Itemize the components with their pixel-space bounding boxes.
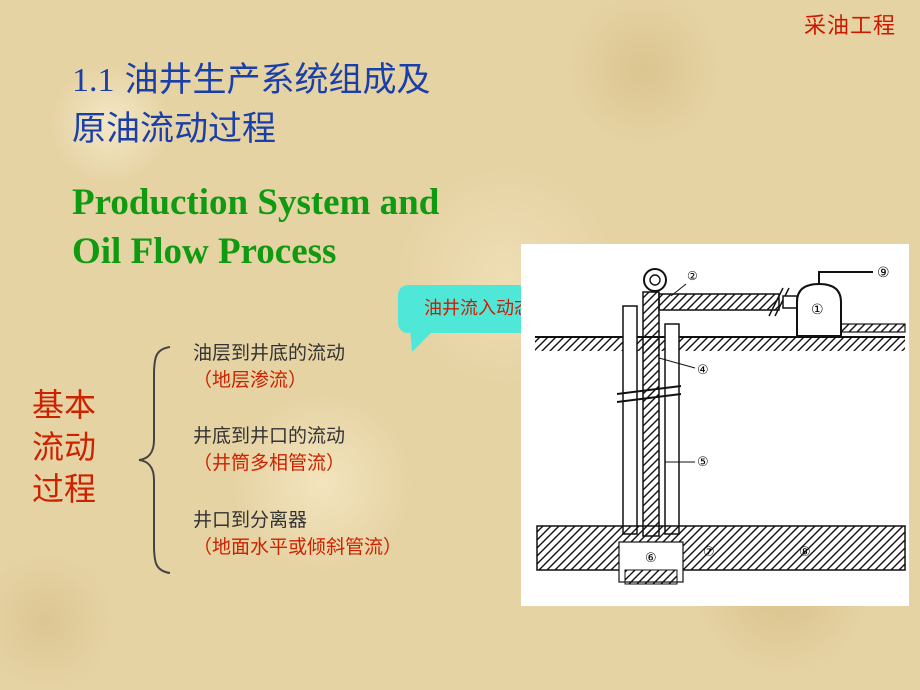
- separator-tank: [796, 282, 842, 337]
- svg-text:⑧: ⑧: [799, 545, 811, 560]
- svg-text:⑤: ⑤: [697, 455, 709, 470]
- flow-item-reservoir: 油层到井底的流动 （地层渗流）: [193, 340, 345, 394]
- casing-right: [664, 323, 680, 535]
- flow-item-sub: （地层渗流）: [193, 369, 308, 391]
- flow-item-main: 井底到井口的流动: [193, 425, 346, 447]
- reservoir-layer: [536, 525, 906, 571]
- title-line-1-text: 油井生产系统组成及: [124, 60, 431, 100]
- svg-text:⑥: ⑥: [645, 551, 657, 566]
- flow-item-main: 井口到分离器: [193, 509, 308, 531]
- svg-text:②: ②: [687, 269, 698, 283]
- surface-flowline: [658, 293, 780, 311]
- curly-brace: [138, 346, 171, 574]
- english-title: Production System and Oil Flow Process: [72, 178, 439, 276]
- flow-item-wellbore: 井底到井口的流动 （井筒多相管流）: [193, 423, 345, 477]
- svg-text:⑨: ⑨: [877, 265, 890, 281]
- basic-flow-label-line-2: 流动: [32, 428, 97, 466]
- svg-text:①: ①: [811, 302, 824, 318]
- flow-item-sub: （地面水平或倾斜管流）: [193, 536, 403, 558]
- course-label: 采油工程: [803, 14, 896, 39]
- basic-flow-label: 基本 流动 过程: [32, 384, 112, 510]
- svg-text:⑦: ⑦: [703, 545, 715, 560]
- english-title-line-1: Production System and: [72, 182, 440, 223]
- tubing-string: [642, 291, 660, 537]
- well-system-diagram: ① ⑨ ② ④ ⑤ ⑥ ⑦ ⑧: [521, 244, 909, 606]
- casing-left: [622, 305, 638, 535]
- title-line-2: 原油流动过程: [72, 109, 276, 149]
- basic-flow-label-line-3: 过程: [32, 470, 97, 508]
- svg-text:④: ④: [697, 363, 709, 378]
- pressure-gauge: [643, 268, 667, 292]
- section-number: 1.1: [72, 62, 115, 99]
- flow-item-surface: 井口到分离器 （地面水平或倾斜管流）: [193, 507, 402, 561]
- ground-surface: [535, 337, 905, 351]
- flow-item-main: 油层到井底的流动: [193, 342, 346, 364]
- flow-item-sub: （井筒多相管流）: [193, 452, 346, 474]
- basic-flow-label-line-1: 基本: [32, 386, 97, 424]
- english-title-line-2: Oil Flow Process: [72, 231, 337, 272]
